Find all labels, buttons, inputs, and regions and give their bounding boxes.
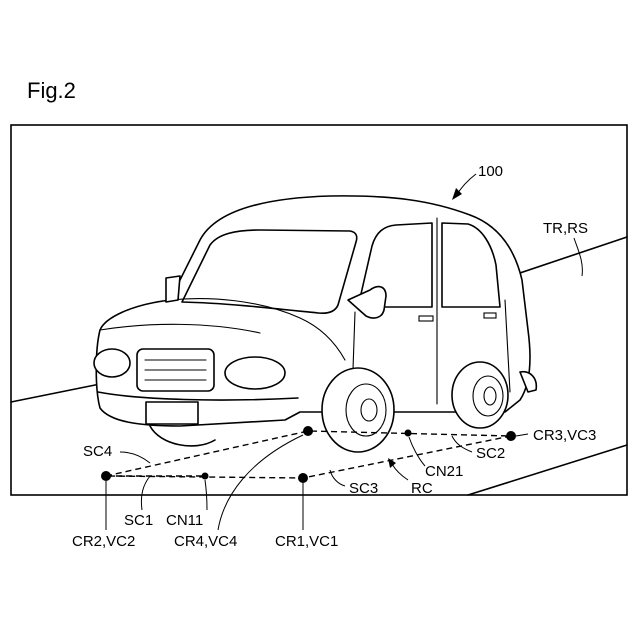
label-cn21: CN21	[425, 463, 463, 480]
point-cn11	[202, 473, 209, 480]
label-rc: RC	[411, 480, 433, 497]
license-plate	[146, 402, 198, 424]
point-cr1	[298, 473, 308, 483]
left-mirror	[166, 276, 180, 302]
road-edge-far-right	[505, 237, 627, 278]
leader-rc	[392, 464, 408, 480]
label-cr4-vc4: CR4,VC4	[174, 533, 237, 550]
leader-tr-rs	[574, 238, 582, 276]
figure-title: Fig.2	[27, 78, 76, 103]
front-left-wheel	[150, 426, 215, 446]
road-edge-far-left	[11, 382, 110, 402]
left-headlight	[94, 349, 130, 377]
leader-cr4	[218, 435, 303, 530]
label-cr3-vc3: CR3,VC3	[533, 427, 596, 444]
label-cr2-vc2: CR2,VC2	[72, 533, 135, 550]
leader-sc1	[141, 476, 150, 510]
leader-cr3	[516, 434, 528, 436]
label-cr1-vc1: CR1,VC1	[275, 533, 338, 550]
leader-cn21	[409, 437, 425, 466]
label-tr-rs: TR,RS	[543, 220, 588, 237]
point-cr3	[506, 431, 516, 441]
front-right-wheel	[322, 368, 394, 452]
label-100: 100	[478, 163, 503, 180]
rear-right-wheel	[452, 362, 508, 428]
leader-sc4	[120, 452, 150, 463]
point-cn21	[405, 430, 412, 437]
point-cr4	[303, 426, 313, 436]
label-sc4: SC4	[83, 443, 112, 460]
label-sc1: SC1	[124, 512, 153, 529]
label-cn11: CN11	[166, 512, 203, 529]
point-cr2	[101, 471, 111, 481]
label-sc3: SC3	[349, 480, 378, 497]
vehicle	[94, 196, 536, 452]
right-headlight	[225, 357, 285, 389]
label-sc2: SC2	[476, 445, 505, 462]
